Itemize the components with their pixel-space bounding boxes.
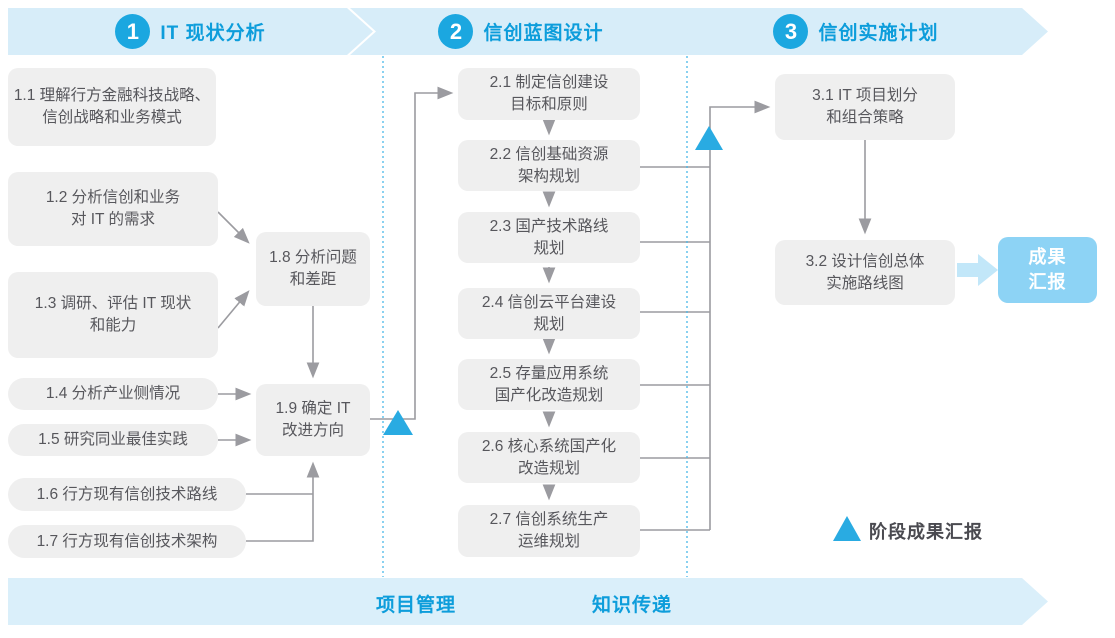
task-box-2-1-text: 2.1 制定信创建设 目标和原则 — [489, 74, 609, 113]
task-box-2-6: 2.6 核心系统国产化 改造规划 — [458, 432, 640, 483]
task-box-2-4: 2.4 信创云平台建设 规划 — [458, 288, 640, 339]
task-box-1-1-text: 1.1 理解行方金融科技战略、 信创战略和业务模式 — [13, 87, 211, 126]
task-box-1-5-text: 1.5 研究同业最佳实践 — [38, 431, 188, 448]
task-box-2-4-text: 2.4 信创云平台建设 规划 — [481, 293, 617, 333]
task-box-3-1-text: 3.1 IT 项目划分 和组合策略 — [812, 87, 918, 126]
phase-1-label: IT 现状分析 — [160, 23, 266, 44]
legend-label: 阶段成果汇报 — [869, 522, 983, 542]
task-box-2-5-text: 2.5 存量应用系统 国产化改造规划 — [489, 364, 609, 404]
milestone-triangle-phase2 — [695, 126, 723, 150]
task-box-1-8-text: 1.8 分析问题 和差距 — [269, 249, 357, 288]
task-box-2-7: 2.7 信创系统生产 运维规划 — [458, 505, 640, 557]
task-box-1-7: 1.7 行方现有信创技术架构 — [8, 525, 246, 558]
phase-2-banner: 2 信创蓝图设计 — [350, 8, 692, 55]
task-box-1-9: 1.9 确定 IT 改进方向 — [256, 384, 370, 456]
legend-triangle-icon — [833, 516, 861, 541]
task-box-1-5: 1.5 研究同业最佳实践 — [8, 424, 218, 456]
result-report-text: 成果 汇报 — [1028, 247, 1067, 292]
phase-2-number-badge: 2 — [438, 14, 473, 49]
task-box-2-2: 2.2 信创基础资源 架构规划 — [458, 140, 640, 191]
task-box-1-6-text: 1.6 行方现有信创技术路线 — [36, 485, 218, 503]
phase-1-number-badge: 1 — [115, 14, 150, 49]
task-box-1-3: 1.3 调研、评估 IT 现状 和能力 — [8, 272, 218, 358]
arrow-1-3-to-1-8 — [217, 290, 250, 329]
task-box-1-4-text: 1.4 分析产业侧情况 — [45, 385, 181, 402]
phase-3-label: 信创实施计划 — [818, 23, 939, 44]
task-box-2-7-text: 2.7 信创系统生产 运维规划 — [489, 511, 609, 550]
task-box-3-2: 3.2 设计信创总体 实施路线图 — [775, 240, 955, 305]
milestone-triangle-phase1 — [383, 410, 413, 435]
task-box-1-7-text: 1.7 行方现有信创技术架构 — [36, 532, 218, 550]
task-box-1-2-text: 1.2 分析信创和业务 对 IT 的需求 — [45, 189, 181, 228]
result-arrow-icon — [957, 254, 998, 286]
task-box-2-6-text: 2.6 核心系统国产化 改造规划 — [481, 437, 617, 477]
arrow-1-9-to-2-1 — [370, 86, 454, 420]
task-box-1-8: 1.8 分析问题 和差距 — [256, 232, 370, 306]
task-box-1-3-text: 1.3 调研、评估 IT 现状 和能力 — [34, 295, 192, 334]
task-box-2-3: 2.3 国产技术路线 规划 — [458, 212, 640, 263]
footer-banner: 项目管理 知识传递 — [8, 578, 1048, 625]
footer-label-project-management: 项目管理 — [376, 595, 457, 616]
task-box-1-9-text: 1.9 确定 IT 改进方向 — [275, 400, 351, 439]
phase-1-banner: 1 IT 现状分析 — [8, 8, 373, 55]
task-box-3-1: 3.1 IT 项目划分 和组合策略 — [775, 74, 955, 140]
phase-3-number-badge: 3 — [773, 14, 808, 49]
result-report-box: 成果 汇报 — [998, 237, 1097, 303]
task-box-1-4: 1.4 分析产业侧情况 — [8, 378, 218, 410]
arrow-1-2-to-1-8 — [217, 211, 250, 244]
arrow-1-7-to-1-9 — [246, 461, 320, 542]
phase-3-banner: 3 信创实施计划 — [664, 8, 1048, 55]
task-box-1-6: 1.6 行方现有信创技术路线 — [8, 478, 246, 511]
task-box-2-2-text: 2.2 信创基础资源 架构规划 — [489, 145, 609, 185]
task-box-2-1: 2.1 制定信创建设 目标和原则 — [458, 68, 640, 120]
task-box-2-5: 2.5 存量应用系统 国产化改造规划 — [458, 359, 640, 410]
task-box-1-1: 1.1 理解行方金融科技战略、 信创战略和业务模式 — [8, 68, 216, 146]
task-box-3-2-text: 3.2 设计信创总体 实施路线图 — [805, 252, 925, 292]
footer-label-knowledge-transfer: 知识传递 — [592, 595, 673, 616]
arrow-bus-to-3-1 — [709, 100, 771, 530]
phase-2-label: 信创蓝图设计 — [483, 23, 604, 44]
task-box-2-3-text: 2.3 国产技术路线 规划 — [489, 217, 609, 257]
task-box-1-2: 1.2 分析信创和业务 对 IT 的需求 — [8, 172, 218, 246]
